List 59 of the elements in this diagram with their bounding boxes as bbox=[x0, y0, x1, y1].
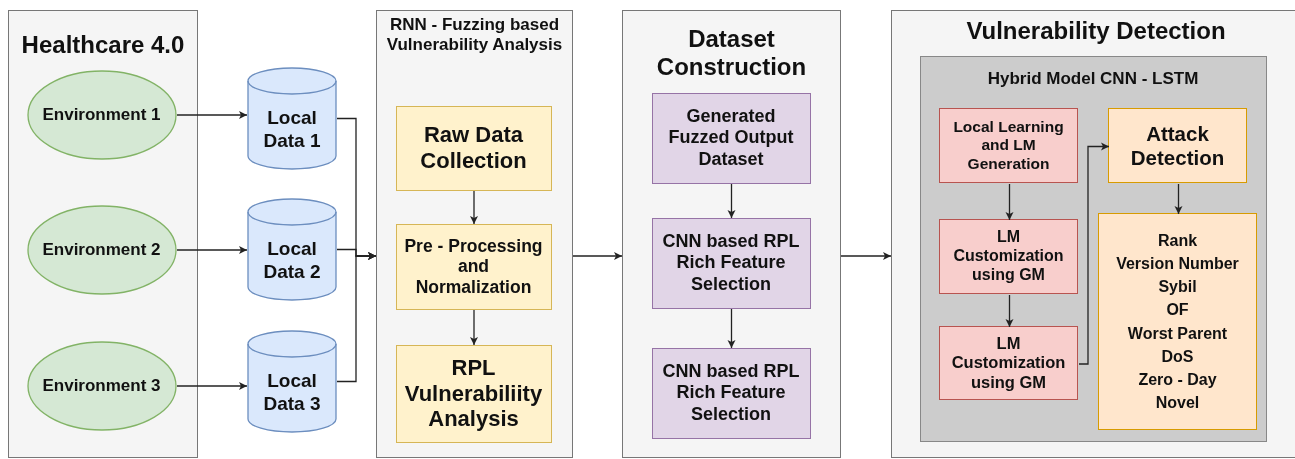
data-store-label: Local Data 2 bbox=[262, 238, 322, 283]
model-group-box bbox=[919, 55, 1267, 442]
attack-type-label: Version Number bbox=[1116, 253, 1239, 274]
arrow bbox=[840, 252, 892, 260]
arrow bbox=[572, 252, 623, 260]
arrow bbox=[1005, 183, 1014, 221]
section-title: RNN - Fuzzing based Vulnerability Analysis bbox=[385, 15, 564, 55]
process-box bbox=[651, 92, 811, 184]
process-box bbox=[1108, 108, 1247, 183]
arrow bbox=[176, 382, 248, 390]
process-box bbox=[395, 223, 552, 310]
attack-type-label: Worst Parent bbox=[1127, 323, 1228, 344]
data-store-label: Local Data 3 bbox=[262, 370, 322, 415]
process-box bbox=[939, 219, 1078, 294]
arrow bbox=[727, 183, 736, 219]
box-label: Raw Data Collection bbox=[419, 122, 528, 174]
arrow bbox=[727, 308, 736, 349]
process-box bbox=[939, 326, 1078, 400]
attack-list-box bbox=[1098, 213, 1257, 430]
arrow bbox=[1005, 294, 1014, 328]
box-label: Generated Fuzzed Output Dataset bbox=[667, 106, 795, 170]
section-panel bbox=[376, 10, 573, 458]
arrow bbox=[470, 190, 478, 225]
arrow bbox=[176, 111, 248, 119]
process-box bbox=[939, 108, 1078, 183]
box-label: LM Customization using GM bbox=[950, 334, 1067, 392]
box-label: CNN based RPL Rich Feature Selection bbox=[661, 361, 801, 425]
process-box bbox=[651, 347, 811, 439]
box-label: Attack Detection bbox=[1129, 121, 1226, 170]
attack-type-label: Novel bbox=[1155, 393, 1200, 414]
section-title: Dataset Construction bbox=[655, 25, 808, 82]
environment-label: Environment 1 bbox=[42, 104, 161, 125]
box-label: RPL Vulnerabiliity Analysis bbox=[403, 354, 544, 433]
process-box bbox=[395, 344, 552, 443]
arrow bbox=[176, 246, 248, 254]
section-panel bbox=[891, 10, 1295, 458]
environment-label: Environment 2 bbox=[42, 239, 161, 260]
box-label: CNN based RPL Rich Feature Selection bbox=[661, 231, 801, 295]
section-panel bbox=[8, 10, 198, 458]
attack-type-label: OF bbox=[1166, 300, 1189, 321]
section-title: Hybrid Model CNN - LSTM bbox=[986, 68, 1200, 89]
data-store-label: Local Data 1 bbox=[262, 107, 322, 152]
attack-type-label: Zero - Day bbox=[1138, 369, 1217, 390]
arrow bbox=[1174, 183, 1183, 215]
attack-type-label: Rank bbox=[1157, 230, 1198, 251]
environment-label: Environment 3 bbox=[42, 375, 161, 396]
box-label: Pre - Processing and Normalization bbox=[403, 235, 544, 298]
process-box bbox=[395, 105, 552, 191]
section-title: Vulnerability Detection bbox=[965, 17, 1227, 46]
section-panel bbox=[622, 10, 841, 458]
attack-type-label: Sybil bbox=[1158, 277, 1197, 298]
arrow bbox=[1078, 142, 1110, 365]
box-label: Local Learning and LM Generation bbox=[952, 118, 1065, 173]
box-label: LM Customization using GM bbox=[952, 228, 1065, 285]
section-title: Healthcare 4.0 bbox=[20, 31, 186, 60]
arrow bbox=[336, 252, 377, 383]
attack-type-label: DoS bbox=[1161, 346, 1194, 367]
process-box bbox=[651, 217, 811, 309]
arrow bbox=[470, 309, 478, 346]
